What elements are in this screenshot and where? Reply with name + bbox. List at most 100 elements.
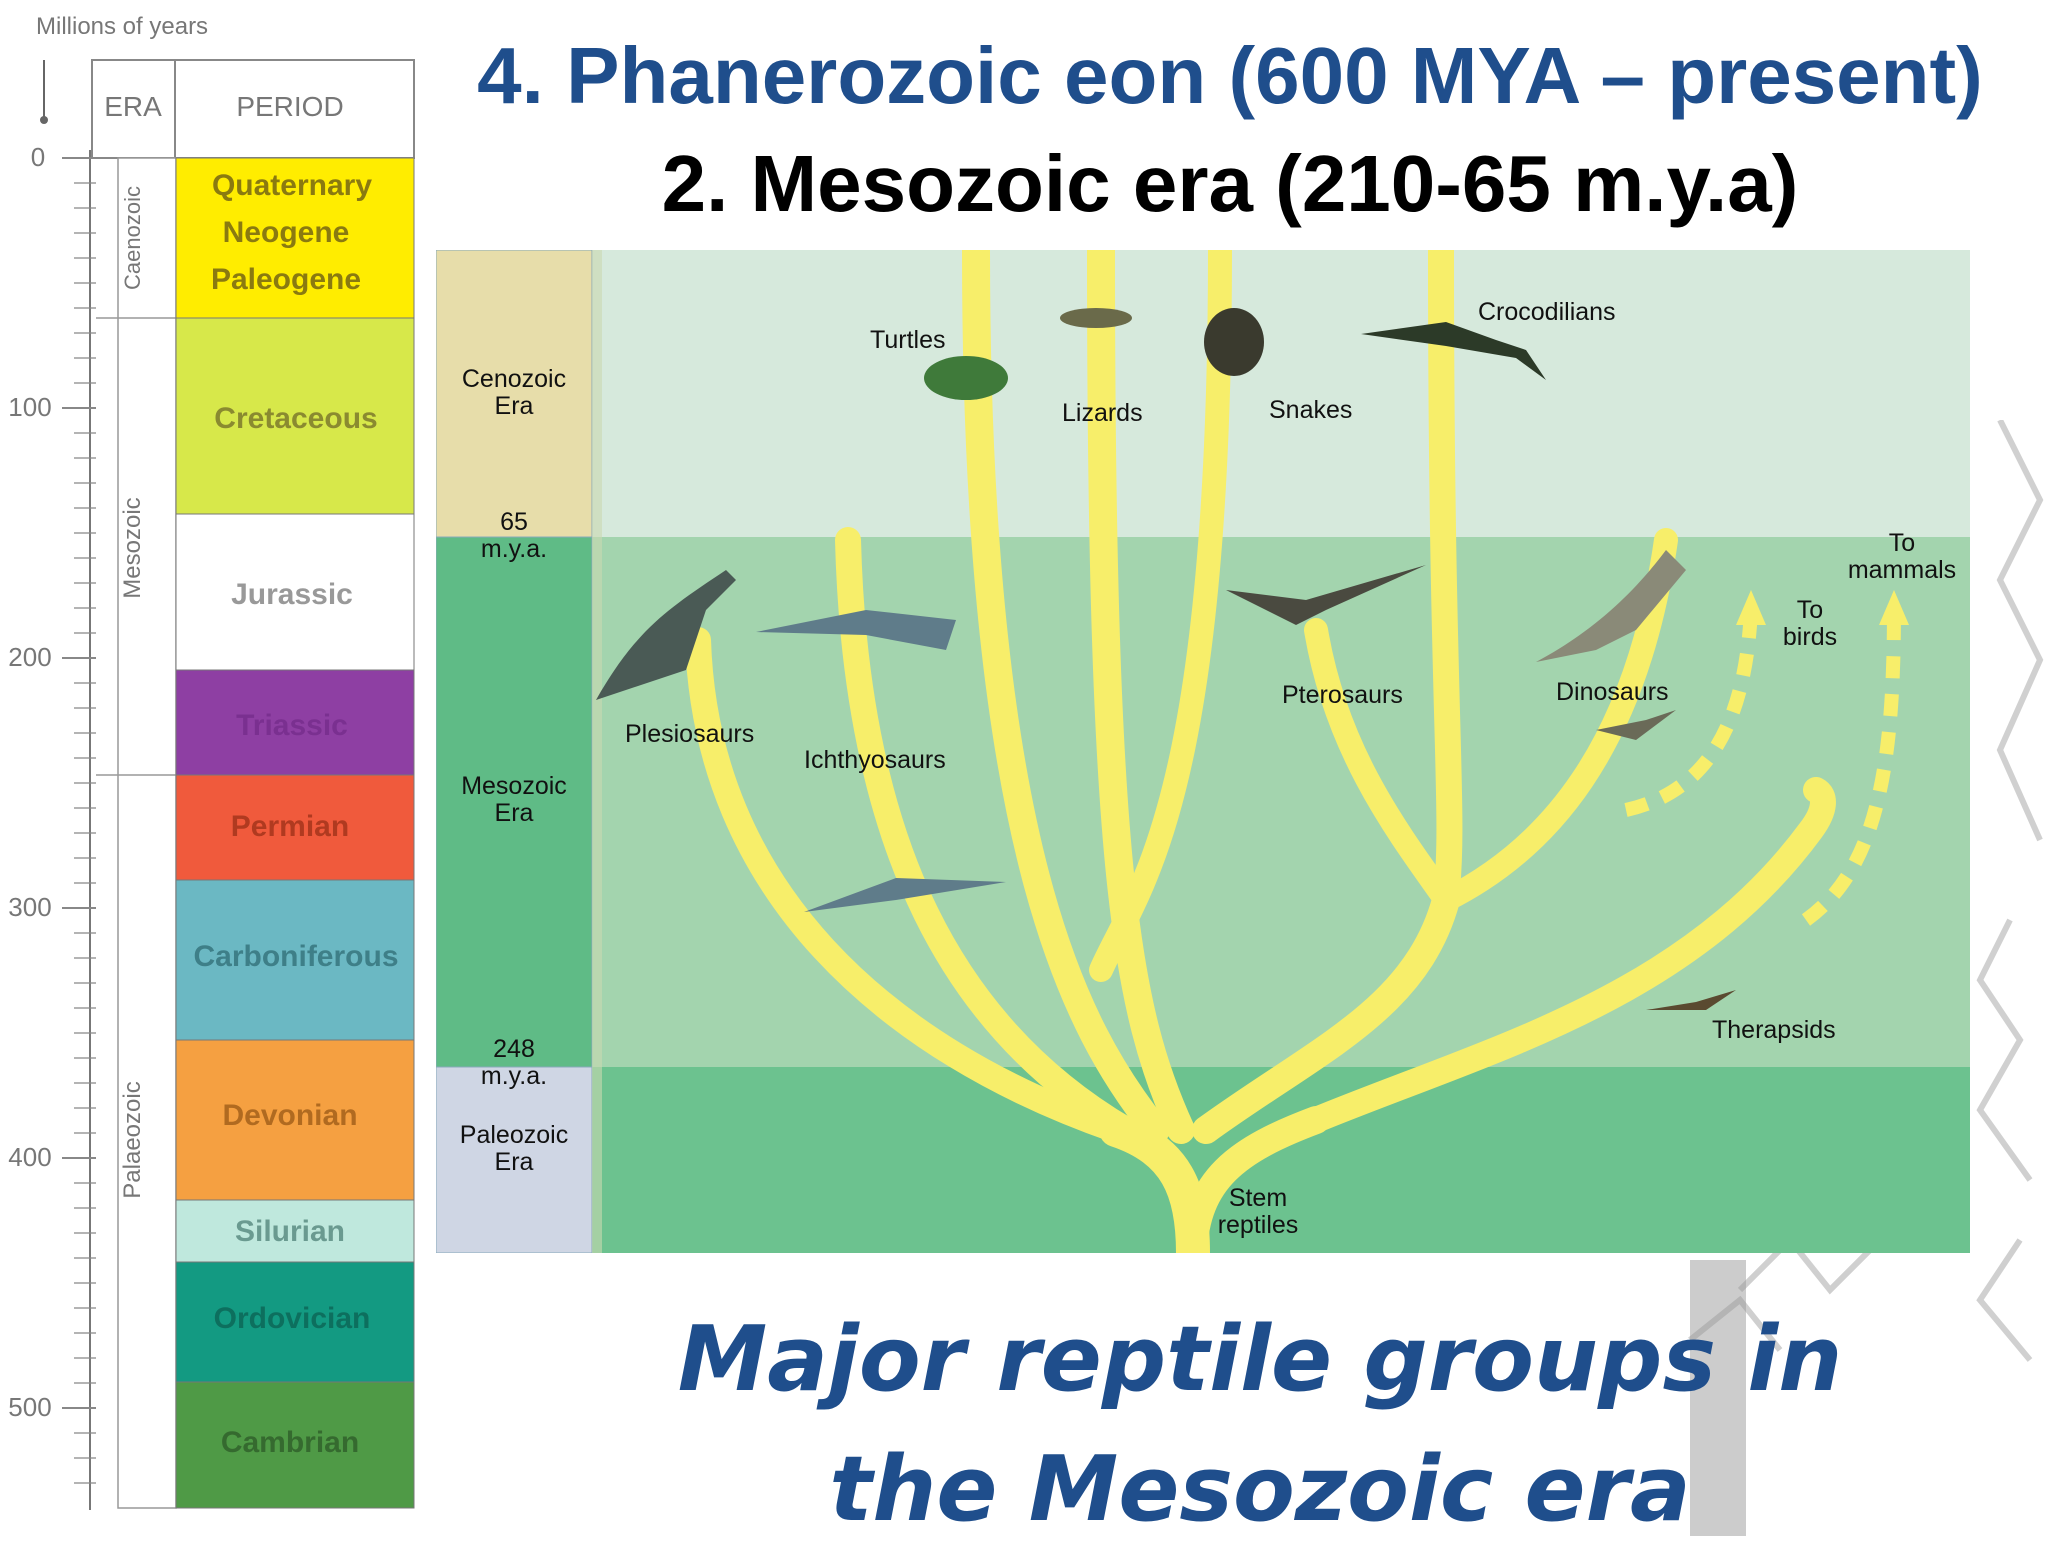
period-jurassic: Jurassic: [231, 578, 353, 611]
label-therapsids: Therapsids: [1712, 1016, 1836, 1044]
slide-caption: Major reptile groups in the Mesozoic era: [560, 1295, 1960, 1555]
paleozoic-label-2: Era: [495, 1148, 534, 1176]
dashed-to-mammals: [1801, 609, 1901, 926]
paleozoic-era-box: [435, 1066, 593, 1254]
period-boxes: Quaternary Neogene Paleogene Cretaceous …: [175, 157, 415, 1509]
period-box-paleogene-group: [175, 157, 415, 319]
phylogeny-branches: [685, 236, 1836, 1270]
label-turtles: Turtles: [870, 326, 945, 354]
small-dinosaur-icon: [1596, 710, 1676, 740]
period-silurian: Silurian: [235, 1215, 345, 1248]
geologic-timescale: Millions of years ERA PERIOD 0 100 200 3…: [0, 0, 430, 1536]
boundary-65-label-1: 65: [500, 508, 528, 536]
era-mesozoic: Mesozoic: [119, 497, 146, 598]
label-stem-2: reptiles: [1218, 1211, 1299, 1239]
period-devonian: Devonian: [222, 1099, 357, 1132]
tick-label: 0: [31, 142, 45, 172]
branch-archosaur-stem: [1192, 886, 1460, 1144]
background-decoration: [1440, 418, 2048, 1536]
dashed-lineages: [1624, 609, 1901, 926]
therapsid-icon: [1646, 990, 1736, 1010]
period-box-cretaceous: [175, 317, 415, 515]
timescale-axis-title: Millions of years: [36, 13, 208, 40]
era-palaeozoic: Palaeozoic: [119, 1081, 146, 1198]
period-triassic: Triassic: [236, 709, 348, 742]
minor-ticks: [62, 157, 96, 1484]
period-paleogene: Paleogene: [211, 263, 361, 296]
ichthyosaur-icon: [756, 610, 956, 650]
dinosaur-icon: [1536, 550, 1686, 662]
label-to-mammals-1: To: [1889, 529, 1915, 557]
period-box-triassic: [175, 669, 415, 776]
label-dinosaurs: Dinosaurs: [1556, 678, 1669, 706]
branch-turtles: [962, 236, 1170, 1144]
arrowhead-birds-icon: [1736, 590, 1766, 625]
turtle-icon: [924, 356, 1008, 400]
label-ichthyosaurs: Ichthyosaurs: [804, 746, 946, 774]
label-to-birds-2: birds: [1783, 623, 1837, 651]
period-ordovician: Ordovician: [214, 1302, 371, 1335]
plesiosaur-icon: [596, 570, 736, 700]
paleozoic-label-1: Paleozoic: [460, 1121, 568, 1149]
slide-subtitle: 2. Mesozoic era (210-65 m.y.a): [661, 139, 1799, 228]
tick-label: 200: [8, 642, 51, 672]
era-caenozoic: Caenozoic: [120, 186, 145, 290]
label-pterosaurs: Pterosaurs: [1282, 681, 1403, 709]
period-box-permian: [175, 774, 415, 881]
mesozoic-label-2: Era: [495, 799, 534, 827]
boundary-248-label-2: m.y.a.: [481, 1062, 547, 1090]
tick-labels: 0 100 200 300 400 500: [8, 142, 51, 1422]
trunk-right: [1179, 1106, 1330, 1267]
branch-plesiosaurs: [685, 627, 1129, 1143]
period-box-carboniferous: [175, 879, 415, 1041]
slide-title: 4. Phanerozoic eon (600 MYA – present): [477, 31, 1983, 120]
period-box-ordovician: [175, 1261, 415, 1383]
pterosaur-icon: [1226, 565, 1426, 625]
cenozoic-label-2: Era: [495, 392, 534, 420]
col-era-header: ERA: [104, 91, 162, 122]
ichthyosaur-2-icon: [804, 878, 1006, 912]
reptile-phylogeny-diagram: Cenozoic Era 65 m.y.a. Mesozoic Era 248 …: [435, 236, 1970, 1270]
caption-line-1: Major reptile groups in: [677, 1307, 1843, 1412]
branch-lizards: [1087, 236, 1195, 1144]
cenozoic-label-1: Cenozoic: [462, 365, 566, 393]
branch-crocodilians: [1428, 237, 1463, 913]
period-box-jurassic: [175, 513, 415, 671]
era-column: [117, 157, 177, 1509]
label-to-mammals-2: mammals: [1848, 556, 1956, 584]
tick-label: 300: [8, 892, 51, 922]
dashed-to-birds: [1624, 609, 1758, 817]
label-plesiosaurs: Plesiosaurs: [625, 720, 754, 748]
period-box-devonian: [175, 1039, 415, 1201]
tick-label: 100: [8, 392, 51, 422]
branch-dinosaurs: [1434, 528, 1678, 912]
animal-illustrations: [596, 308, 1736, 1010]
label-crocodilians: Crocodilians: [1478, 298, 1616, 326]
caption-line-2: the Mesozoic era: [829, 1437, 1691, 1542]
crocodile-icon: [1361, 322, 1546, 380]
branch-ichthyosaurs: [835, 527, 1139, 1143]
label-to-birds-1: To: [1797, 596, 1823, 624]
branch-therapsids: [1303, 777, 1836, 1133]
period-box-cambrian: [175, 1381, 415, 1509]
snake-icon: [1204, 308, 1264, 376]
arrowhead-mammals-icon: [1879, 590, 1909, 625]
period-neogene: Neogene: [223, 216, 350, 249]
mesozoic-label-1: Mesozoic: [461, 772, 567, 800]
period-cretaceous: Cretaceous: [214, 402, 377, 435]
col-period-header: PERIOD: [236, 91, 343, 122]
lizard-icon: [1060, 308, 1132, 328]
branch-pterosaurs: [1304, 618, 1458, 912]
branch-snakes: [1089, 238, 1232, 982]
tick-label: 500: [8, 1392, 51, 1422]
period-cambrian: Cambrian: [221, 1426, 359, 1459]
period-carboniferous: Carboniferous: [193, 940, 398, 973]
period-permian: Permian: [231, 810, 349, 843]
arrow-dot: [40, 116, 48, 124]
label-stem-1: Stem: [1229, 1184, 1287, 1212]
label-snakes: Snakes: [1269, 396, 1352, 424]
cenozoic-era-box: [435, 249, 593, 538]
boundary-65-label-2: m.y.a.: [481, 535, 547, 563]
boundary-248-label-1: 248: [493, 1035, 535, 1063]
tick-label: 400: [8, 1142, 51, 1172]
